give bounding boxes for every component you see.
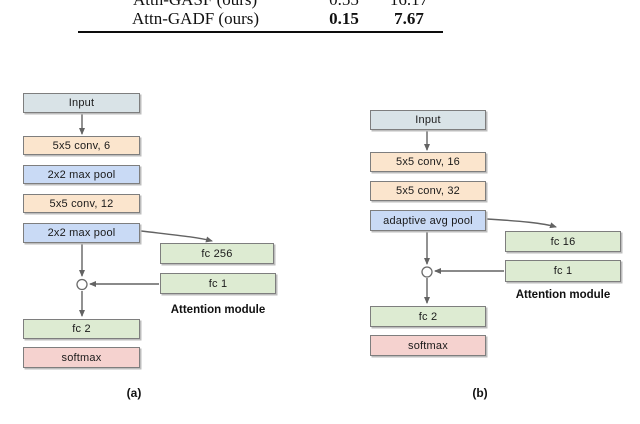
table-row-value: 0.15 — [329, 9, 359, 28]
node-conv2-b: 5x5 conv, 32 — [370, 181, 486, 201]
arrow-a-pool-to-fc256 — [140, 230, 213, 243]
node-softmax-a: softmax — [23, 347, 140, 368]
arrow-b-pool-to-fc16 — [486, 218, 557, 229]
table-row-method: Attn-GADF (ours) — [132, 9, 260, 28]
attention-module-label-b: Attention module — [515, 289, 611, 301]
gating-node-b — [421, 266, 433, 278]
table-row-method: Attn-GASF (ours) — [133, 0, 257, 10]
node-input-a: Input — [23, 93, 140, 113]
node-input-b: Input — [370, 110, 486, 130]
node-fc2-b: fc 2 — [370, 306, 486, 327]
node-conv1-b: 5x5 conv, 16 — [370, 152, 486, 172]
node-fc16-b: fc 16 — [505, 231, 621, 252]
node-fc256-a: fc 256 — [160, 243, 274, 264]
table-row-value: 7.67 — [394, 9, 424, 28]
table-row-value: 16.17 — [382, 0, 436, 10]
node-fc2-a: fc 2 — [23, 319, 140, 339]
caption-a: (a) — [126, 386, 142, 400]
node-pool2-a: 2x2 max pool — [23, 223, 140, 243]
node-softmax-b: softmax — [370, 335, 486, 356]
node-fc1-a: fc 1 — [160, 273, 276, 294]
caption-b: (b) — [472, 386, 488, 400]
table-row-value: 0.55 — [318, 0, 370, 10]
node-adaptive-pool-b: adaptive avg pool — [370, 210, 486, 231]
node-conv1-a: 5x5 conv, 6 — [23, 136, 140, 155]
node-pool1-a: 2x2 max pool — [23, 165, 140, 184]
node-conv2-a: 5x5 conv, 12 — [23, 194, 140, 213]
attention-module-label-a: Attention module — [170, 304, 266, 316]
gating-node-a — [76, 278, 88, 291]
table-bottom-rule — [78, 31, 443, 33]
node-fc1-b: fc 1 — [505, 260, 621, 282]
